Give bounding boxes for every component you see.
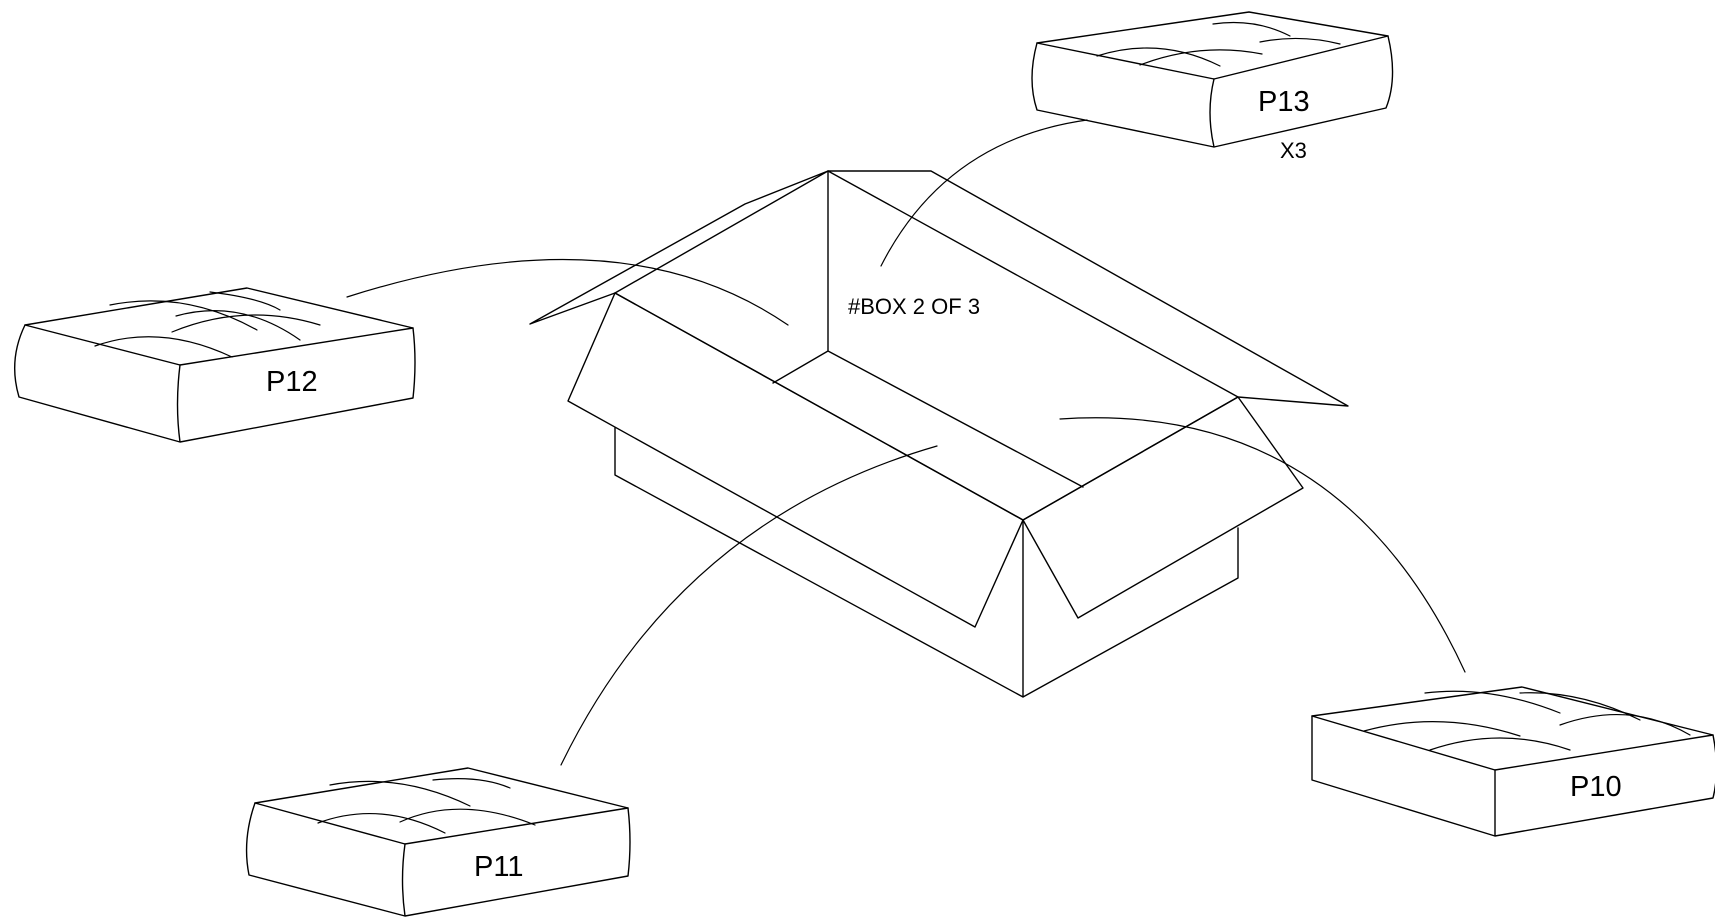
box-front-left-flap: [567, 292, 1024, 628]
connector-p11: [560, 445, 938, 766]
cushion-p13-body: [1031, 35, 1394, 148]
box-left-flap: [529, 170, 829, 325]
cushion-p12-label: P12: [266, 366, 318, 398]
cushion-p13-outline: [1036, 11, 1389, 80]
cushion-p11-tufts: [317, 778, 536, 834]
box-body: [614, 427, 1239, 698]
cushion-p10-body: [1311, 715, 1715, 837]
cushion-p12-body: [14, 324, 416, 443]
box-rim: [614, 292, 1239, 521]
cushion-p10-label: P10: [1570, 771, 1622, 803]
cushion-p13-quantity: X3: [1280, 138, 1307, 163]
cushion-p12: P12: [14, 287, 416, 443]
cushion-p12-tufts: [94, 291, 321, 358]
box-label: #BOX 2 OF 3: [848, 294, 980, 319]
cushion-p10-tufts: [1363, 690, 1691, 751]
box-front-right-flap: [1022, 396, 1304, 619]
connector-lines: [346, 119, 1466, 766]
cushion-p10: P10: [1311, 686, 1715, 837]
cushion-p11-label: P11: [474, 851, 523, 883]
open-box: #BOX 2 OF 3: [529, 170, 1349, 698]
connector-p13: [880, 119, 1088, 267]
cushion-p13-tufts: [1096, 21, 1341, 67]
box-back-flap: [827, 170, 1349, 407]
cushion-p11-body: [245, 802, 631, 917]
connector-p10: [1059, 417, 1466, 673]
cushion-p13: P13 X3: [1031, 11, 1394, 163]
connector-p12: [346, 259, 789, 326]
cushion-p11: P11: [245, 767, 631, 917]
cushion-p13-label: P13: [1258, 86, 1310, 118]
cushion-p12-outline: [24, 287, 414, 366]
box-inner-back-wall: [772, 170, 1084, 488]
